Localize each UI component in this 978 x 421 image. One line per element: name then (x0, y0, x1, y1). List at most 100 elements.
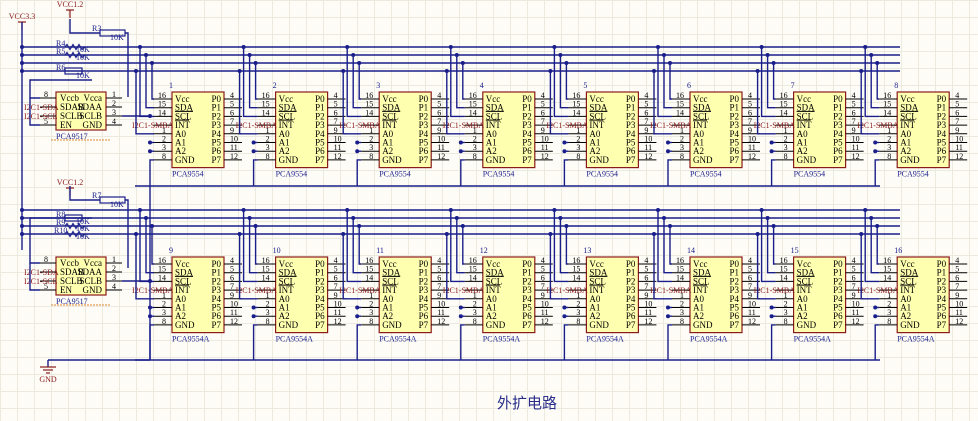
pin-name: SDA (175, 103, 194, 113)
pin-number: 8 (680, 152, 684, 161)
pin-name: P6 (833, 146, 843, 156)
pin-name: A2 (175, 311, 186, 321)
pin-number: 16 (572, 256, 580, 265)
wire (756, 234, 776, 300)
pin-name: INT (382, 285, 397, 295)
pin-name: P5 (937, 303, 947, 313)
pin-number: 5 (644, 100, 648, 109)
wire (252, 159, 258, 186)
pin-name: GND (382, 155, 402, 165)
pin-name: A1 (589, 138, 600, 148)
wire (657, 47, 672, 118)
pin-number: 3 (784, 308, 788, 317)
pin-name: P7 (937, 320, 947, 330)
pin-number: 14 (262, 273, 270, 282)
wire (254, 63, 258, 100)
pin-name: P4 (833, 294, 843, 304)
junction-dot (448, 208, 453, 212)
pin-number: 9 (748, 126, 752, 135)
pin-number: 7 (955, 282, 959, 291)
pin-number: 12 (852, 317, 860, 326)
pin-name: A2 (693, 146, 704, 156)
pin-name: GND (589, 155, 609, 165)
pin-number: 7 (334, 117, 338, 126)
pin-name: P6 (626, 146, 636, 156)
pin-number: 9 (955, 291, 959, 300)
chip-ref: 10 (273, 246, 281, 255)
pin-number: 2 (266, 300, 270, 309)
pin-name: A0 (175, 294, 186, 304)
io-expander-body (275, 256, 329, 334)
pin-name: P7 (315, 320, 325, 330)
wire (770, 324, 776, 360)
wire (772, 226, 776, 265)
pin-name: SCL (382, 276, 399, 286)
pin-number: 3 (162, 308, 166, 317)
resistor-value: 10K (76, 232, 90, 241)
pin-name: A1 (486, 138, 497, 148)
pin-number: 1 (576, 126, 580, 135)
pin-name: P7 (729, 320, 739, 330)
pin-number: 16 (469, 91, 477, 100)
pin-number: 5 (44, 117, 48, 126)
chip-part-label: PCA9554A (379, 335, 417, 344)
resistor-value: 10K (76, 217, 90, 226)
pin-name: A2 (900, 311, 911, 321)
pin-name: Vcca (84, 258, 102, 268)
wire (238, 71, 258, 135)
pin-number: 1 (162, 291, 166, 300)
pin-name: P4 (522, 129, 532, 139)
pin-name: P2 (626, 111, 636, 121)
pin-name: P3 (522, 285, 532, 295)
chip-ref: 9 (169, 246, 173, 255)
pin-name: A1 (900, 303, 911, 313)
pin-name: P3 (211, 120, 221, 130)
pin-number: 1 (266, 126, 270, 135)
pin-name: A2 (382, 146, 393, 156)
pin-name: P0 (729, 259, 739, 269)
pin-name: P5 (522, 303, 532, 313)
pin-name: P7 (729, 155, 739, 165)
chip-part-label: PCA9554A (483, 335, 521, 344)
pin-number: 4 (955, 91, 959, 100)
resistor-value: 10K (76, 224, 90, 233)
junction-dot (656, 208, 660, 212)
net-label-smba: I2C1-SMBA (132, 286, 174, 295)
pin-name: P1 (522, 103, 532, 113)
pin-name: P2 (937, 276, 947, 286)
pin-number: 16 (676, 91, 684, 100)
pin-name: Vccb (60, 258, 79, 268)
mux-part-label: PCA9517 (56, 297, 88, 306)
schematic-title: 外扩电路 (497, 394, 558, 412)
pin-name: A0 (486, 129, 497, 139)
junction-dot (558, 216, 563, 220)
pin-number: 5 (955, 265, 959, 274)
junction-dot (247, 53, 252, 57)
pin-number: 11 (748, 308, 756, 317)
pin-number: 5 (230, 265, 234, 274)
pin-name: SDA (589, 268, 608, 278)
pin-name: P3 (729, 120, 739, 130)
net-label-smba: I2C1-SMBA (236, 286, 278, 295)
pin-name: A2 (900, 146, 911, 156)
wire (252, 324, 258, 360)
junction-dot (765, 53, 770, 57)
pin-number: 14 (572, 273, 580, 282)
pin-number: 16 (469, 256, 477, 265)
wire (760, 210, 776, 283)
pin-name: Vcc (382, 259, 397, 269)
pin-name: SCL (900, 111, 917, 121)
pin-number: 11 (955, 308, 963, 317)
pin-number: 1 (576, 291, 580, 300)
pin-name: P0 (315, 259, 325, 269)
resistor-ref: R8 (56, 210, 65, 219)
pin-number: 2 (576, 135, 580, 144)
pin-number: 9 (644, 291, 648, 300)
io-expander-body (689, 256, 743, 334)
pin-name: P3 (833, 120, 843, 130)
wire (669, 226, 672, 265)
pin-name: SDA (900, 268, 919, 278)
junction-dot (357, 61, 362, 65)
junction-dot (652, 232, 656, 236)
pin-number: 16 (780, 256, 788, 265)
